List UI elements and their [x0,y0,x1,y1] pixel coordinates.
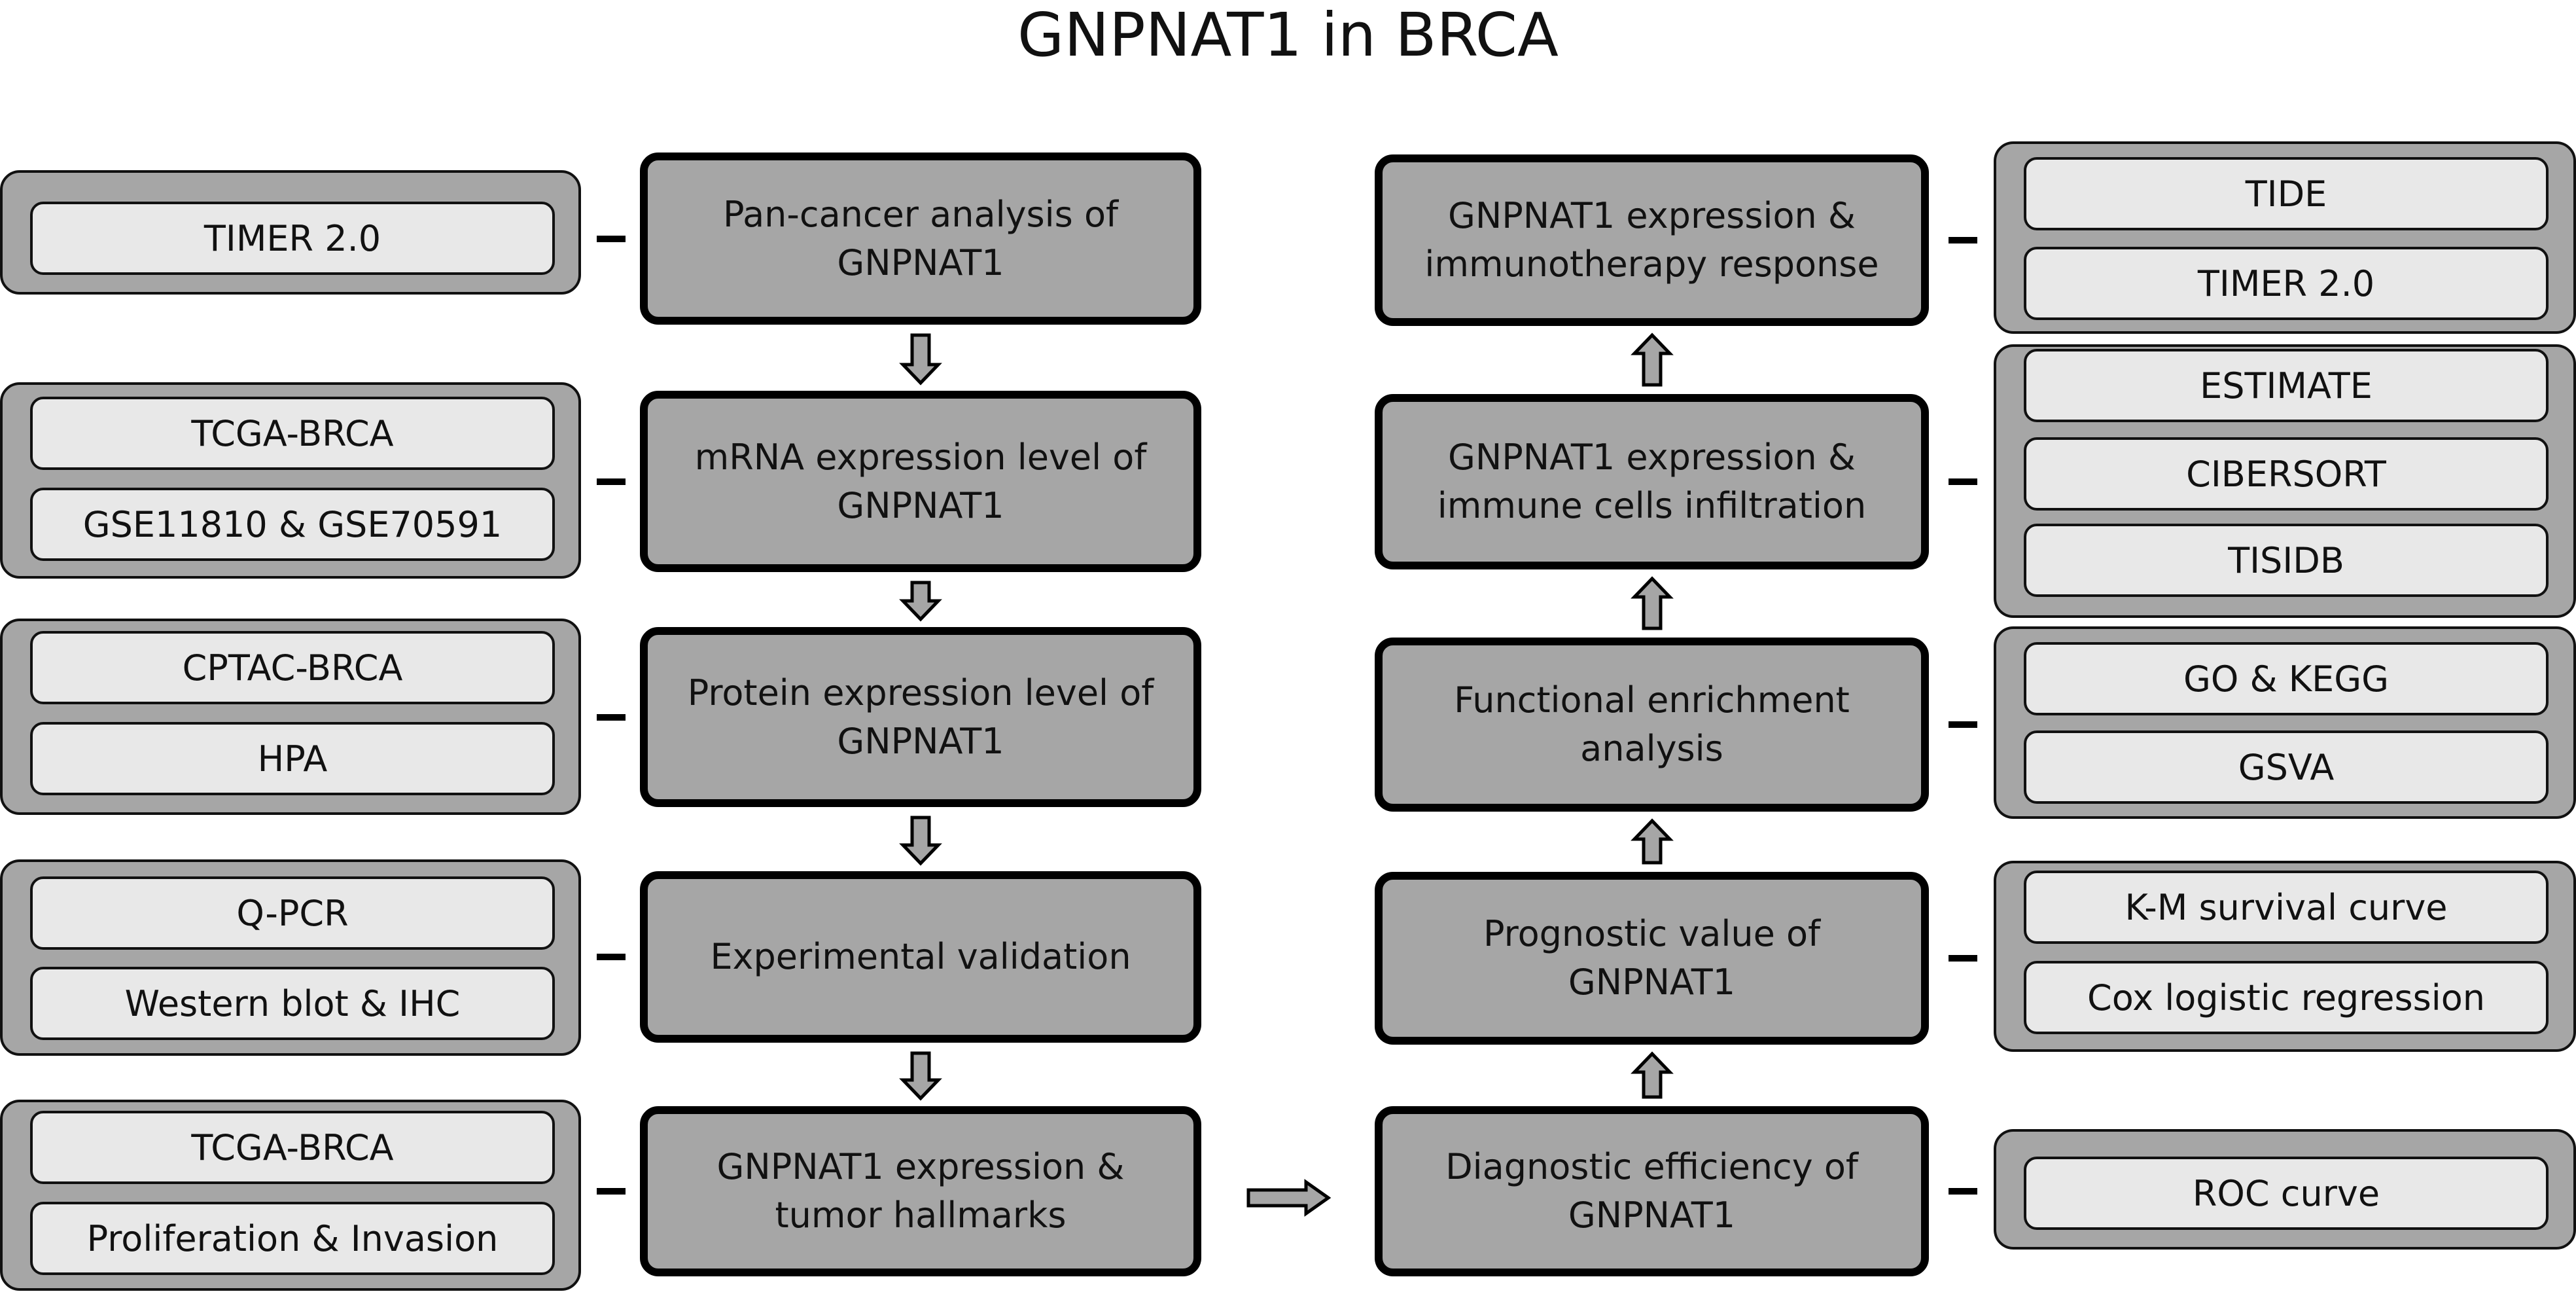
step-label-line: GNPNAT1 [837,484,1004,526]
right-step-5: Diagnostic efficiency of GNPNAT1 [1375,1106,1929,1276]
connector-dash [1949,478,1977,485]
tool-box: GSE11810 & GSE70591 [30,488,555,561]
right-step-3: Functional enrichment analysis [1375,638,1929,812]
step-label-line: GNPNAT1 [1568,1195,1736,1236]
step-label-line: GNPNAT1 [837,720,1004,762]
step-label-line: Protein expression level of [687,672,1154,713]
step-label-line: immunotherapy response [1424,243,1879,285]
step-label-line: Pan-cancer analysis of [722,193,1119,235]
tool-box: TCGA-BRCA [30,1111,555,1184]
down-arrow [899,1051,942,1101]
tool-box: HPA [30,722,555,795]
tool-box: TIMER 2.0 [30,202,555,275]
right-arrow [1246,1179,1332,1217]
right-step-2: GNPNAT1 expression & immune cells infiltr… [1375,394,1929,569]
connector-dash [597,713,626,721]
tool-box: TISIDB [2024,524,2549,597]
tool-box: CPTAC-BRCA [30,631,555,704]
left-step-1: Pan-cancer analysis of GNPNAT1 [640,153,1201,325]
up-arrow [1631,1051,1674,1099]
left-step-5: GNPNAT1 expression & tumor hallmarks [640,1106,1201,1276]
tool-box: Cox logistic regression [2024,961,2549,1034]
right-step-4: Prognostic value of GNPNAT1 [1375,872,1929,1045]
connector-dash [597,235,626,242]
step-label-line: Diagnostic efficiency of [1445,1146,1858,1187]
tool-box: TIMER 2.0 [2024,247,2549,320]
connector-dash [597,1188,626,1195]
step-label-line: tumor hallmarks [775,1195,1067,1236]
step-label-line: GNPNAT1 [837,242,1004,283]
up-arrow [1631,333,1674,387]
connector-dash [1949,237,1977,243]
connector-dash [1949,955,1977,962]
tool-box: ROC curve [2024,1157,2549,1230]
tool-box: GO & KEGG [2024,642,2549,715]
up-arrow [1631,818,1674,865]
tool-box: TCGA-BRCA [30,397,555,470]
step-label-line: GNPNAT1 expression & [716,1146,1125,1187]
tool-box: K-M survival curve [2024,871,2549,944]
step-label-line: Experimental validation [710,936,1131,977]
step-label-line: GNPNAT1 expression & [1447,195,1856,236]
connector-dash [597,478,626,485]
left-step-2: mRNA expression level of GNPNAT1 [640,391,1201,572]
connector-dash [1949,1188,1977,1195]
step-label-line: GNPNAT1 expression & [1447,437,1856,478]
tool-box: Q-PCR [30,876,555,950]
step-label-line: GNPNAT1 [1568,962,1736,1003]
step-label-line: mRNA expression level of [694,436,1147,478]
step-label-line: Prognostic value of [1483,913,1821,954]
connector-dash [1949,721,1977,728]
tool-box: GSVA [2024,730,2549,804]
down-arrow [899,816,942,866]
left-step-3: Protein expression level of GNPNAT1 [640,627,1201,807]
step-label-line: analysis [1580,728,1723,769]
up-arrow [1631,576,1674,630]
step-label-line: immune cells infiltration [1437,485,1867,526]
connector-dash [597,954,626,960]
step-label-line: Functional enrichment [1454,679,1850,721]
tool-box: CIBERSORT [2024,437,2549,511]
right-step-1: GNPNAT1 expression & immunotherapy respon… [1375,154,1929,326]
tool-box: ESTIMATE [2024,349,2549,422]
down-arrow [899,333,942,386]
tool-box: Western blot & IHC [30,967,555,1040]
diagram-title: GNPNAT1 in BRCA [1017,0,1559,70]
tool-box: Proliferation & Invasion [30,1202,555,1275]
down-arrow [899,581,942,622]
tool-box: TIDE [2024,157,2549,230]
left-step-4: Experimental validation [640,871,1201,1043]
